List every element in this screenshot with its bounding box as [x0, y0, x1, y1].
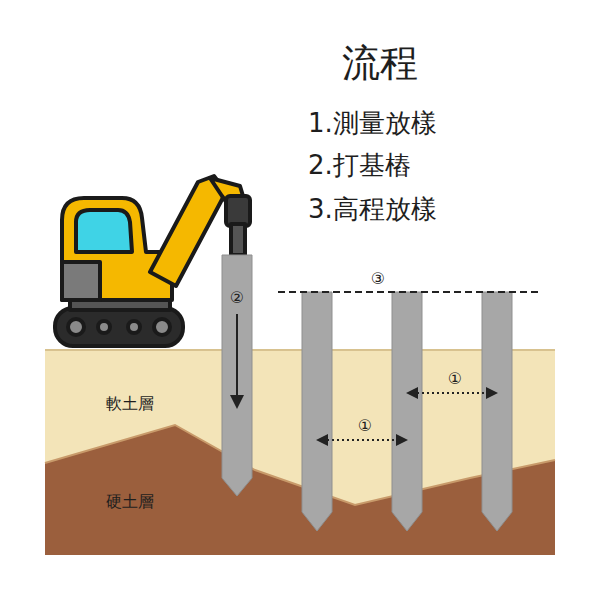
callout-number: ①	[358, 417, 372, 435]
driven-pile	[222, 255, 252, 496]
hammer-rod	[231, 224, 245, 255]
spacing-arrow	[322, 439, 402, 441]
track-wheel	[128, 321, 140, 333]
track-wheel	[154, 319, 170, 335]
excavator-body	[62, 198, 172, 300]
callout-number: ②	[230, 289, 244, 307]
pile	[392, 292, 422, 531]
diagram-title: 流程	[342, 42, 418, 86]
pile	[302, 292, 332, 531]
callout-number: ①	[448, 370, 462, 388]
excavator	[55, 176, 250, 346]
pile-hammer	[226, 196, 250, 226]
engine-cover	[62, 262, 100, 300]
pile	[482, 292, 512, 531]
excavator-track	[55, 308, 183, 346]
track-wheel	[98, 321, 110, 333]
elevation-line	[278, 291, 540, 293]
callout-number: ③	[371, 270, 385, 288]
hard-soil-layer	[45, 425, 555, 555]
step-text: 3.高程放樣	[308, 195, 437, 225]
driving-arrow	[236, 314, 238, 402]
cab-window	[76, 210, 132, 252]
step-text: 1.測量放樣	[308, 109, 437, 139]
step-text: 2.打基樁	[308, 151, 411, 181]
soft-soil-layer	[45, 350, 555, 555]
layer-label: 軟土層	[106, 395, 154, 413]
layer-label: 硬土層	[106, 493, 154, 511]
spacing-arrow	[412, 392, 492, 394]
ground-surface	[45, 349, 555, 351]
track-wheel	[68, 319, 84, 335]
excavator-boom	[150, 176, 226, 286]
